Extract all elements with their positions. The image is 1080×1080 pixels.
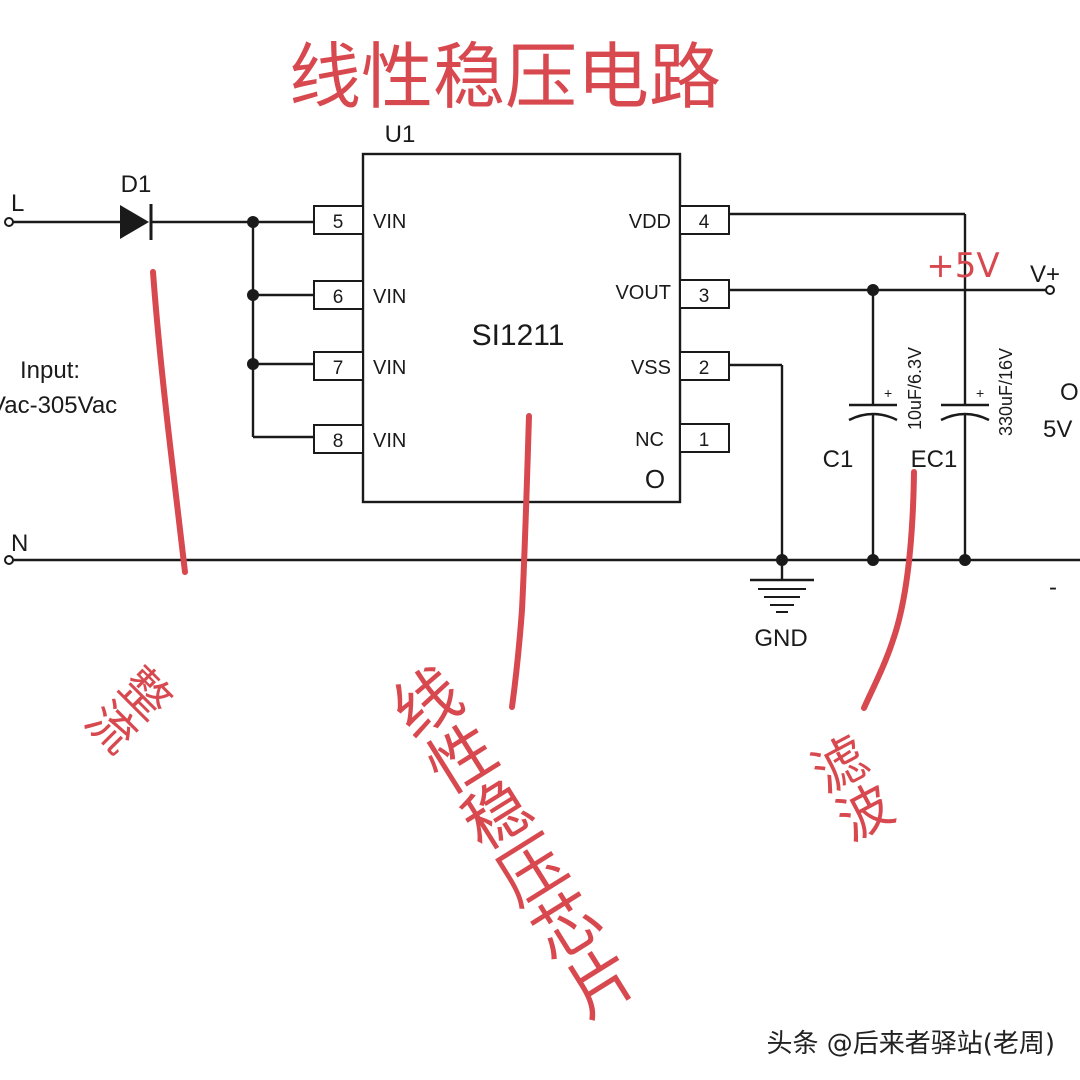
pin-name: VIN bbox=[373, 286, 406, 308]
terminal-n bbox=[4, 555, 14, 565]
input-label-line2: Vac-305Vac bbox=[0, 392, 117, 419]
pin-number: 5 bbox=[333, 212, 344, 233]
regulator-pointer-line bbox=[509, 413, 532, 710]
terminal-vplus bbox=[1045, 285, 1055, 295]
chip-pin-1: 1 NC bbox=[635, 423, 730, 453]
junction-dot bbox=[247, 216, 259, 228]
pin-name: VIN bbox=[373, 211, 406, 233]
ec1-value-label: 330uF/16V bbox=[996, 348, 1016, 436]
diode-ref-label: D1 bbox=[121, 171, 152, 198]
chip-name-label: SI1211 bbox=[472, 319, 565, 352]
pin-name: NC bbox=[635, 429, 664, 451]
pin-number: 3 bbox=[699, 286, 710, 307]
terminal-n-label: N bbox=[11, 530, 28, 557]
pin-number: 7 bbox=[333, 358, 344, 379]
chip-pin-6: 6 VIN bbox=[313, 280, 406, 310]
pin-number: 4 bbox=[699, 212, 710, 233]
pin-name: VSS bbox=[631, 357, 671, 379]
chip-body bbox=[361, 152, 682, 504]
junction-dot bbox=[776, 554, 788, 566]
pin-number: 2 bbox=[699, 358, 710, 379]
c1-ref-label: C1 bbox=[823, 446, 854, 473]
pin1-marker: O bbox=[645, 464, 665, 494]
input-label-line1: Input: bbox=[20, 357, 80, 384]
terminal-minus-label: - bbox=[1049, 574, 1057, 601]
annotation-filter: 滤波 bbox=[794, 727, 900, 852]
annotation-rectify: 整流 bbox=[72, 652, 179, 759]
chip-pin-5: 5 VIN bbox=[313, 205, 406, 235]
terminal-l-label: L bbox=[11, 190, 24, 217]
chip-pin-3: 3 VOUT bbox=[615, 279, 730, 309]
pin-name: VDD bbox=[629, 211, 671, 233]
terminal-l bbox=[4, 217, 14, 227]
pin-number: 6 bbox=[333, 287, 344, 308]
ec1-polarity: + bbox=[976, 385, 984, 401]
annotation-regulator-chip: 线性稳压芯片 bbox=[371, 656, 646, 1033]
diagram-title: 线性稳压电路 bbox=[289, 35, 721, 119]
ground-symbol bbox=[750, 578, 814, 613]
watermark: 头条 @后来者驿站(老周) bbox=[766, 1029, 1055, 1059]
pin-number: 1 bbox=[699, 430, 710, 451]
chip-pin-2: 2 VSS bbox=[631, 351, 730, 381]
pin-name: VOUT bbox=[615, 282, 671, 304]
junction-dot bbox=[247, 358, 259, 370]
terminal-vplus-label: V+ bbox=[1030, 261, 1060, 288]
diode-symbol bbox=[120, 204, 153, 240]
c1-value-label: 10uF/6.3V bbox=[905, 347, 925, 430]
chip-pin-7: 7 VIN bbox=[313, 351, 406, 381]
output-label-line2: 5V bbox=[1043, 416, 1072, 443]
junction-dot bbox=[867, 554, 879, 566]
gnd-label: GND bbox=[754, 625, 807, 652]
chip-ref-label: U1 bbox=[385, 121, 416, 148]
chip-pin-4: 4 VDD bbox=[629, 205, 730, 235]
rectify-pointer-line bbox=[150, 269, 188, 575]
output-voltage-note: +5V bbox=[926, 246, 999, 286]
junction-dot bbox=[959, 554, 971, 566]
pin-name: VIN bbox=[373, 357, 406, 379]
filter-pointer-line bbox=[861, 469, 917, 711]
pin-number: 8 bbox=[333, 431, 344, 452]
c1-polarity: + bbox=[884, 385, 892, 401]
ec1-ref-label: EC1 bbox=[911, 446, 958, 473]
chip-pin-8: 8 VIN bbox=[313, 424, 406, 454]
junction-dot bbox=[247, 289, 259, 301]
output-label-line1: O bbox=[1060, 379, 1079, 406]
pin-name: VIN bbox=[373, 430, 406, 452]
